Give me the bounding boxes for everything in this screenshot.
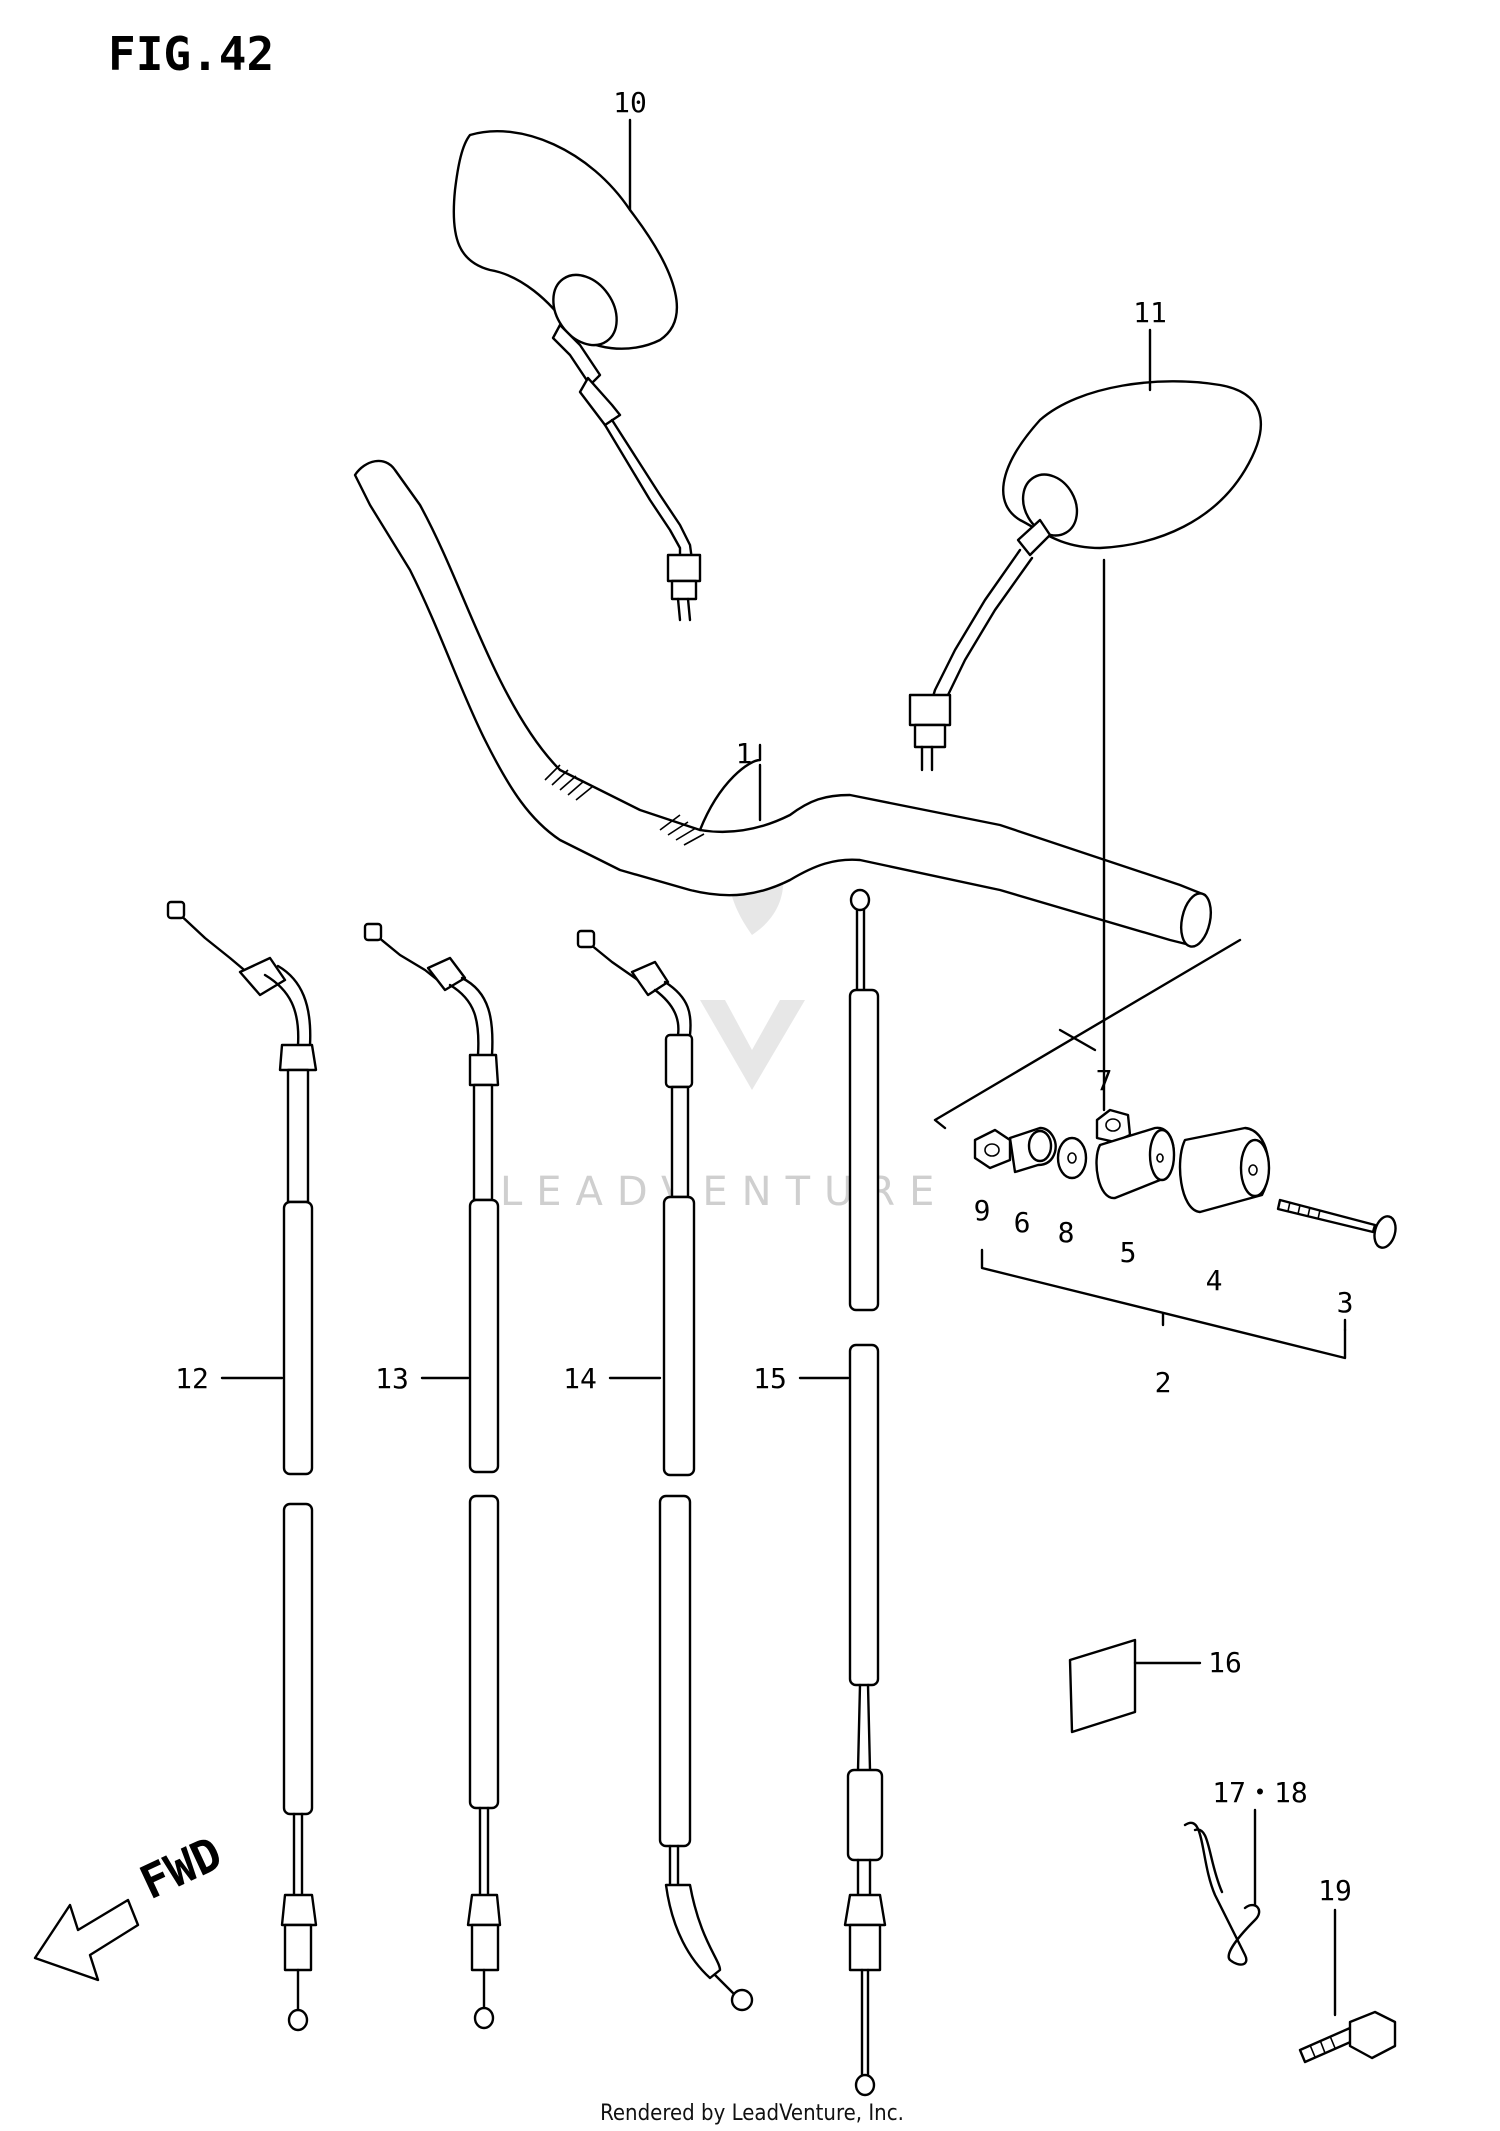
part-label-1: 1: [736, 737, 753, 770]
mirror-right: [908, 380, 1262, 772]
part-label-10: 10: [613, 86, 647, 119]
part-label-19: 19: [1318, 1874, 1352, 1907]
part-label-3: 3: [1337, 1286, 1354, 1319]
decal-sticker: [1068, 1638, 1137, 1734]
handlebar: [353, 459, 1213, 948]
part-label-13: 13: [375, 1362, 409, 1395]
part-label-11: 11: [1133, 296, 1167, 329]
part-label-12: 12: [175, 1362, 209, 1395]
part-label-16: 16: [1208, 1646, 1242, 1679]
part-label-4: 4: [1206, 1264, 1223, 1297]
bolt: [1298, 2010, 1397, 2064]
cable-15: [843, 888, 887, 2097]
part-label-2: 2: [1155, 1366, 1172, 1399]
watermark-text: LEADVENTURE: [500, 1169, 948, 1215]
part-label-17-18: 17・18: [1212, 1776, 1307, 1809]
part-label-15: 15: [753, 1362, 787, 1395]
part-label-7: 7: [1096, 1064, 1113, 1097]
part-label-14: 14: [563, 1362, 597, 1395]
part-label-6: 6: [1014, 1206, 1031, 1239]
cable-clip: [1183, 1821, 1261, 1966]
cable-14: [576, 929, 754, 2012]
forward-arrow-icon: [33, 1898, 140, 1982]
mirror-left: [452, 130, 702, 622]
cable-13: [363, 922, 502, 2030]
bar-end-assembly: [933, 938, 1397, 1360]
part-label-8: 8: [1058, 1216, 1075, 1249]
figure-title: FIG.42: [108, 27, 274, 81]
footer-credit: Rendered by LeadVenture, Inc.: [600, 2101, 904, 2126]
forward-label: FWD: [132, 1826, 230, 1910]
cable-12: [166, 900, 318, 2032]
part-label-5: 5: [1120, 1236, 1137, 1269]
part-label-9: 9: [974, 1194, 991, 1227]
